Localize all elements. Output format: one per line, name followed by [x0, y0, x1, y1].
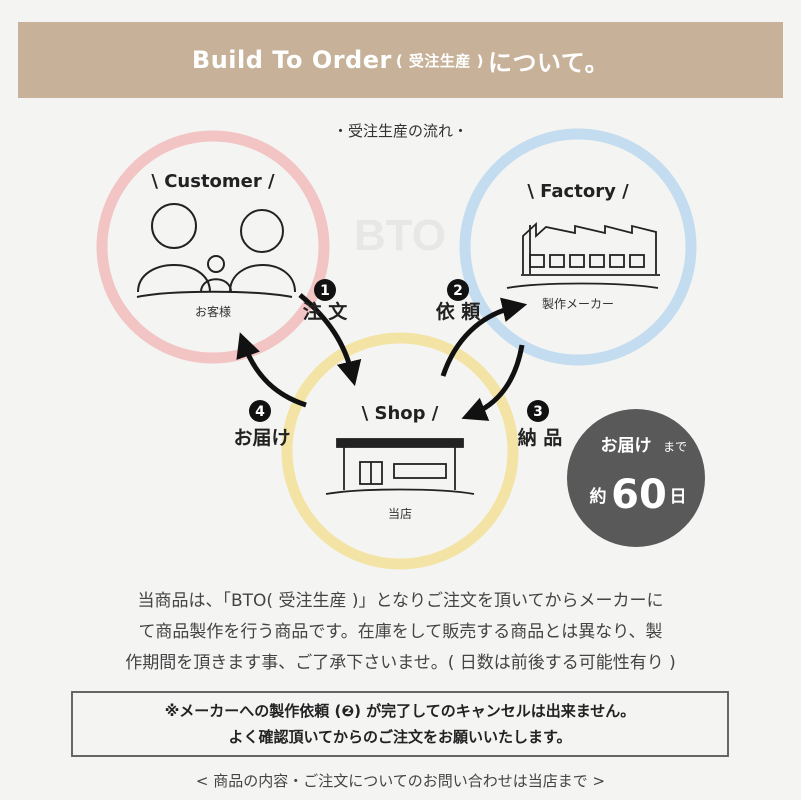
notice-line-1: ※メーカーへの製作依頼 (❷) が完了してのキャンセルは出来ません。	[164, 702, 636, 720]
banner-title-paren: ( 受注生産 )	[395, 51, 485, 70]
arrow-request	[440, 297, 528, 377]
svg-text:1: 1	[320, 283, 330, 299]
badge-approx: 約	[590, 486, 607, 507]
step-2: 2	[447, 279, 469, 301]
arrow-delivery	[461, 344, 525, 421]
step-2-label: 依 頼	[436, 300, 482, 323]
arrow-order	[298, 293, 362, 387]
step-1-label: 注 文	[303, 300, 349, 323]
shop-label: \ Shop /	[362, 403, 439, 424]
step-4: 4	[249, 400, 271, 422]
description-line-3: 作期間を頂きます事、ご了承下さいませ。( 日数は前後する可能性有り )	[125, 653, 676, 673]
step-3-label: 納 品	[518, 426, 563, 449]
badge-line1-main: お届け	[601, 436, 652, 456]
factory-circle	[459, 128, 697, 366]
notice-line-2: よく確認頂いてからのご注文をお願いいたします。	[228, 728, 572, 746]
factory-icon	[506, 221, 660, 289]
description: 当商品は、「BTO( 受注生産 )」となりご注文を頂いてからメーカーに て商品製…	[60, 586, 741, 679]
description-line-2: て商品製作を行う商品です。在庫をして販売する商品とは異なり、製	[138, 622, 663, 642]
header-banner: Build To Order ( 受注生産 ) について。	[18, 22, 783, 98]
badge-line1-small: まで	[663, 440, 687, 454]
customer-sublabel: お客様	[195, 304, 231, 319]
svg-text:3: 3	[533, 404, 543, 420]
description-line-1: 当商品は、「BTO( 受注生産 )」となりご注文を頂いてからメーカーに	[137, 591, 664, 611]
delivery-time-badge: お届け まで 約 60 日	[567, 409, 705, 547]
step-3: 3	[527, 400, 549, 422]
svg-text:4: 4	[255, 404, 265, 420]
banner-title-main: Build To Order	[191, 46, 392, 74]
step-1: 1	[314, 279, 336, 301]
factory-label: \ Factory /	[527, 181, 629, 202]
step-4-label: お届け	[233, 427, 290, 449]
customer-label: \ Customer /	[151, 171, 275, 192]
banner-title-suffix: について。	[488, 48, 610, 77]
shop-icon	[325, 438, 475, 495]
svg-text:2: 2	[453, 283, 463, 299]
bto-watermark: BTO	[354, 211, 446, 260]
badge-unit: 日	[670, 487, 687, 507]
factory-sublabel: 製作メーカー	[542, 297, 614, 311]
arrow-shipping	[236, 332, 307, 408]
contact-footer: < 商品の内容・ご注文についてのお問い合わせは当店まで >	[195, 772, 606, 790]
customer-circle	[96, 130, 330, 364]
customers-icon	[136, 203, 296, 298]
shop-circle	[281, 332, 519, 570]
cancellation-notice: ※メーカーへの製作依頼 (❷) が完了してのキャンセルは出来ません。 よく確認頂…	[71, 691, 729, 757]
badge-days: 60	[611, 472, 667, 518]
shop-sublabel: 当店	[388, 507, 412, 521]
flow-title: ・受注生産の流れ・	[332, 122, 468, 140]
